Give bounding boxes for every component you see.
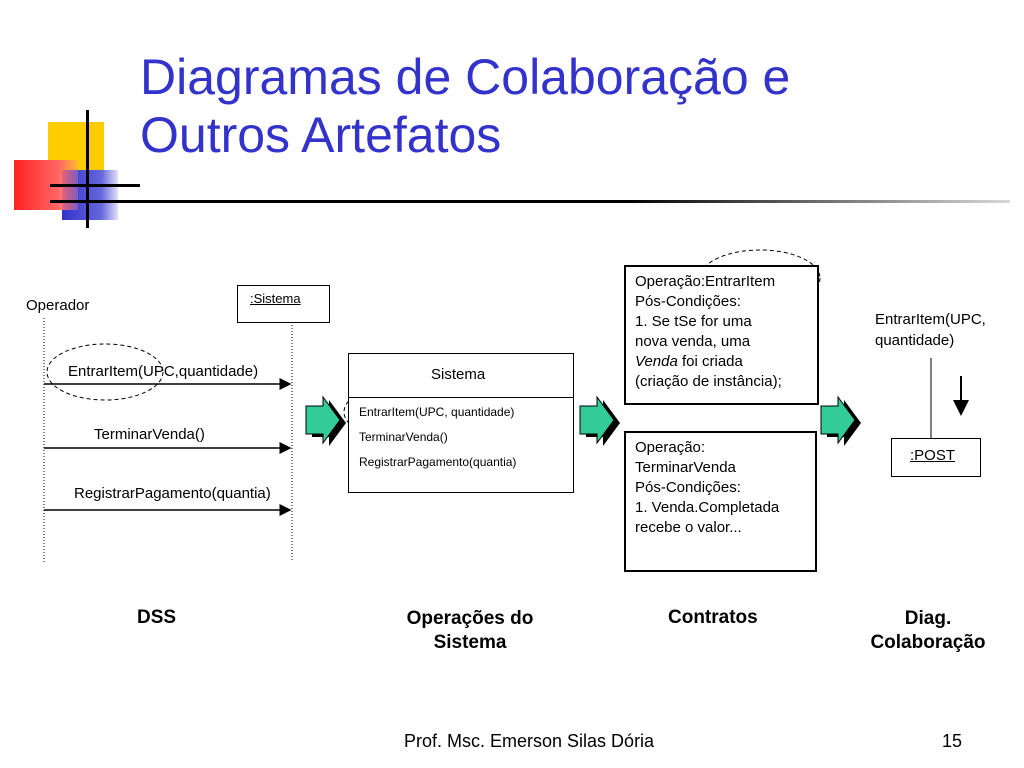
contract2-operation: Operação: xyxy=(635,439,706,456)
contract2-line-1: 1. Venda.Completada xyxy=(635,499,780,516)
actor-operador: Operador xyxy=(26,297,90,314)
contract1-line-2: nova venda, uma xyxy=(635,333,751,350)
footer-author: Prof. Msc. Emerson Silas Dória xyxy=(404,731,655,751)
operation-registrar-pagamento: RegistrarPagamento(quantia) xyxy=(359,455,517,469)
contract-terminar-venda: Operação: TerminarVenda Pós-Condições: 1… xyxy=(624,431,817,572)
post-object-label: :POST xyxy=(910,447,956,464)
message-terminar-venda: TerminarVenda() xyxy=(94,426,205,443)
label-collab-line-2: Colaboração xyxy=(870,632,986,653)
contract2-operation-name: TerminarVenda xyxy=(635,459,736,476)
label-contracts: Contratos xyxy=(668,607,758,628)
label-dss: DSS xyxy=(137,607,177,628)
sistema-object-box: :Sistema xyxy=(237,285,330,323)
horizontal-line xyxy=(50,184,140,187)
vertical-line xyxy=(86,110,89,228)
operation-entrar-item: EntrarItem(UPC, quantidade) xyxy=(359,405,515,419)
contract1-line-3: Venda foi criada xyxy=(635,352,743,372)
label-collab-line-1: Diag. xyxy=(904,608,952,629)
page-number: 15 xyxy=(942,731,963,751)
block-arrow-1 xyxy=(305,395,346,446)
message-entrar-item: EntrarItem(UPC,quantidade) xyxy=(68,363,259,380)
contract1-line-4: (criação de instância); xyxy=(635,373,782,390)
operation-terminar-venda: TerminarVenda() xyxy=(359,430,448,444)
highlight-ellipse-dss xyxy=(46,343,164,401)
label-operations-line-1: Operações do xyxy=(406,608,534,629)
operations-divider xyxy=(349,397,573,398)
operations-header: Sistema xyxy=(431,366,486,383)
block-arrow-2 xyxy=(579,395,620,446)
collab-message-line-1: EntrarItem(UPC, xyxy=(875,311,986,328)
contract1-line-3-rest: foi criada xyxy=(677,353,743,370)
title-line-2: Outros Artefatos xyxy=(140,107,502,163)
title-line-1: Diagramas de Colaboração e xyxy=(140,49,791,105)
label-operations-line-2: Sistema xyxy=(433,632,507,653)
block-arrow-3 xyxy=(820,395,861,446)
slide-title: Diagramas de Colaboração e Outros Artefa… xyxy=(140,48,1000,164)
sistema-object-label: :Sistema xyxy=(250,291,301,306)
system-operations-box: Sistema EntrarItem(UPC, quantidade) Term… xyxy=(348,353,574,493)
message-registrar-pagamento: RegistrarPagamento(quantia) xyxy=(74,485,271,502)
contract1-line-1: 1. Se tSe for uma xyxy=(635,313,752,330)
contract2-post-header: Pós-Condições: xyxy=(635,479,741,496)
contract2-line-2: recebe o valor... xyxy=(635,519,742,536)
collab-message-line-2: quantidade) xyxy=(875,332,955,349)
label-collaboration: Diag. Colaboração xyxy=(848,607,1008,655)
contract-entrar-item: Operação:EntrarItem Pós-Condições: 1. Se… xyxy=(624,265,819,405)
post-object-box: :POST xyxy=(891,438,981,477)
contract1-post-header: Pós-Condições: xyxy=(635,293,741,310)
title-rule xyxy=(50,200,1010,203)
contract1-operation: Operação:EntrarItem xyxy=(635,273,776,290)
contract1-italic-venda: Venda xyxy=(635,353,678,370)
label-operations: Operações do Sistema xyxy=(380,607,560,655)
